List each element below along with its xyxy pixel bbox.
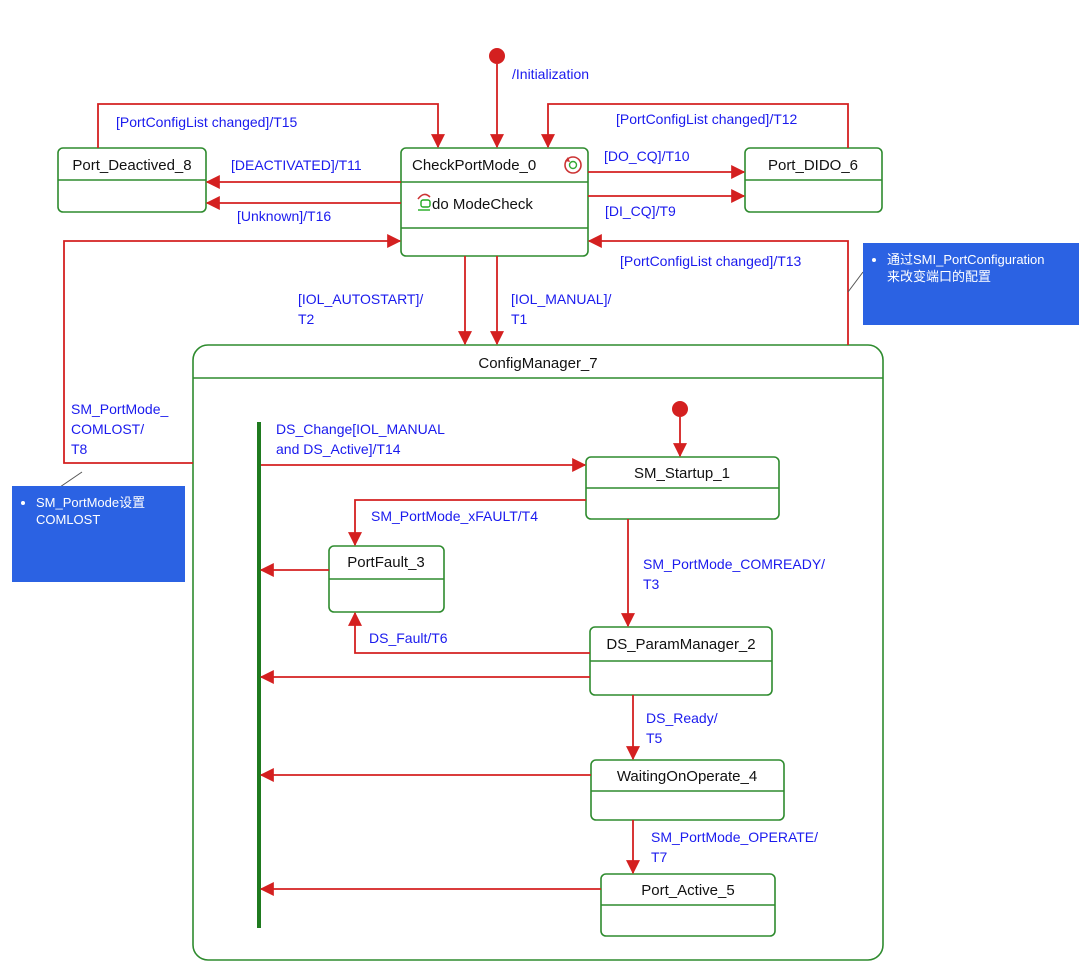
state-name: DS_ParamManager_2	[606, 636, 755, 653]
label-t3-line2: T3	[643, 576, 660, 592]
initial-state-dot-inner	[672, 401, 688, 417]
label-t5-line1: DS_Ready/	[646, 710, 718, 726]
transition-t8[interactable]	[63, 234, 402, 464]
label-t14-line2: and DS_Active]/T14	[276, 441, 401, 457]
note-connector-left	[59, 471, 83, 488]
note-connector-right	[847, 271, 864, 293]
note-right-line2: 来改变端口的配置	[887, 269, 992, 284]
label-t11: [DEACTIVATED]/T11	[231, 157, 362, 173]
label-t12: [PortConfigList changed]/T12	[616, 111, 798, 127]
label-t8-line2: COMLOST/	[71, 421, 144, 437]
label-t15: [PortConfigList changed]/T15	[116, 114, 298, 130]
state-port-active[interactable]: Port_Active_5	[600, 873, 776, 937]
label-initialization: /Initialization	[512, 66, 589, 82]
state-name: ConfigManager_7	[478, 355, 597, 372]
transition-t15[interactable]	[97, 103, 445, 149]
label-t7-line1: SM_PortMode_OPERATE/	[651, 829, 818, 845]
label-t13: [PortConfigList changed]/T13	[620, 253, 802, 269]
state-name: CheckPortMode_0	[412, 157, 536, 174]
label-t10: [DO_CQ]/T10	[604, 148, 690, 164]
state-name: Port_Active_5	[641, 882, 734, 899]
state-port-deactived[interactable]: Port_Deactived_8	[57, 147, 207, 213]
transition-t12[interactable]	[541, 103, 849, 149]
note-right: 通过SMI_PortConfiguration 来改变端口的配置	[863, 243, 1079, 325]
transition-t4[interactable]	[348, 499, 586, 547]
label-t2-line1: [IOL_AUTOSTART]/	[298, 291, 423, 307]
state-sm-startup[interactable]: SM_Startup_1	[585, 456, 780, 520]
state-name: SM_Startup_1	[634, 465, 730, 482]
transition-t13[interactable]	[587, 234, 849, 345]
label-t3-line1: SM_PortMode_COMREADY/	[643, 556, 825, 572]
label-t14-line1: DS_Change[IOL_MANUAL	[276, 421, 445, 437]
note-right-line1: 通过SMI_PortConfiguration	[887, 252, 1045, 267]
label-t7-line2: T7	[651, 849, 668, 865]
initial-state-dot	[489, 48, 505, 64]
state-name: PortFault_3	[347, 554, 425, 571]
label-t1-line2: T1	[511, 311, 528, 327]
activity-icon	[417, 193, 431, 211]
state-name: WaitingOnOperate_4	[617, 768, 757, 785]
state-waiting-on-operate[interactable]: WaitingOnOperate_4	[590, 759, 785, 821]
transition-t6[interactable]	[348, 611, 590, 654]
note-left-line1: SM_PortMode设置	[36, 495, 146, 510]
state-name: Port_Deactived_8	[72, 157, 191, 174]
cycle-icon	[564, 156, 582, 174]
state-ds-param-manager[interactable]: DS_ParamManager_2	[589, 626, 773, 696]
note-left-line2: COMLOST	[36, 512, 101, 527]
note-left: SM_PortMode设置 COMLOST	[12, 486, 185, 582]
label-t6: DS_Fault/T6	[369, 630, 448, 646]
label-t2-line2: T2	[298, 311, 315, 327]
state-activity: do ModeCheck	[432, 196, 533, 213]
state-port-dido[interactable]: Port_DIDO_6	[744, 147, 883, 213]
label-t8-line3: T8	[71, 441, 88, 457]
state-port-fault[interactable]: PortFault_3	[328, 545, 445, 613]
label-t4: SM_PortMode_xFAULT/T4	[371, 508, 538, 524]
label-t9: [DI_CQ]/T9	[605, 203, 676, 219]
label-t5-line2: T5	[646, 730, 663, 746]
label-t1-line1: [IOL_MANUAL]/	[511, 291, 611, 307]
state-check-port-mode[interactable]: CheckPortMode_0 do ModeCheck	[400, 147, 589, 257]
state-name: Port_DIDO_6	[768, 157, 858, 174]
label-t16: [Unknown]/T16	[237, 208, 331, 224]
label-t8-line1: SM_PortMode_	[71, 401, 168, 417]
